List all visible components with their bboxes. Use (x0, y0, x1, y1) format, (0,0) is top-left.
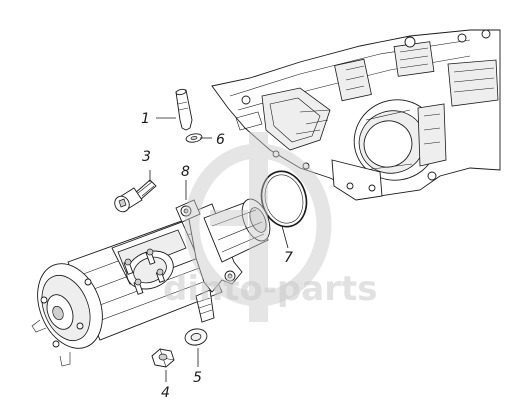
watermark-logo-icon (184, 132, 332, 322)
callout-7: 7 (284, 250, 293, 266)
watermark: dinto-parts (163, 132, 377, 322)
callouts: 1 3 4 5 6 7 8 (141, 111, 293, 401)
callout-5: 5 (193, 370, 202, 386)
dowel-pin-part (175, 88, 193, 131)
starter-motor-part (31, 198, 271, 367)
small-washer-part (185, 133, 203, 143)
socket-head-bolt-part (114, 179, 157, 213)
o-ring-part (260, 170, 308, 228)
leader-lines (149, 117, 289, 382)
flywheel-housing (211, 29, 501, 201)
callout-1: 1 (141, 111, 150, 127)
flat-washer-part (184, 328, 208, 346)
callout-4: 4 (161, 385, 170, 401)
callout-8: 8 (181, 164, 190, 180)
callout-6: 6 (216, 132, 225, 148)
watermark-text: dinto-parts (163, 269, 377, 309)
hex-nut-part (151, 348, 175, 368)
callout-3: 3 (142, 149, 151, 165)
